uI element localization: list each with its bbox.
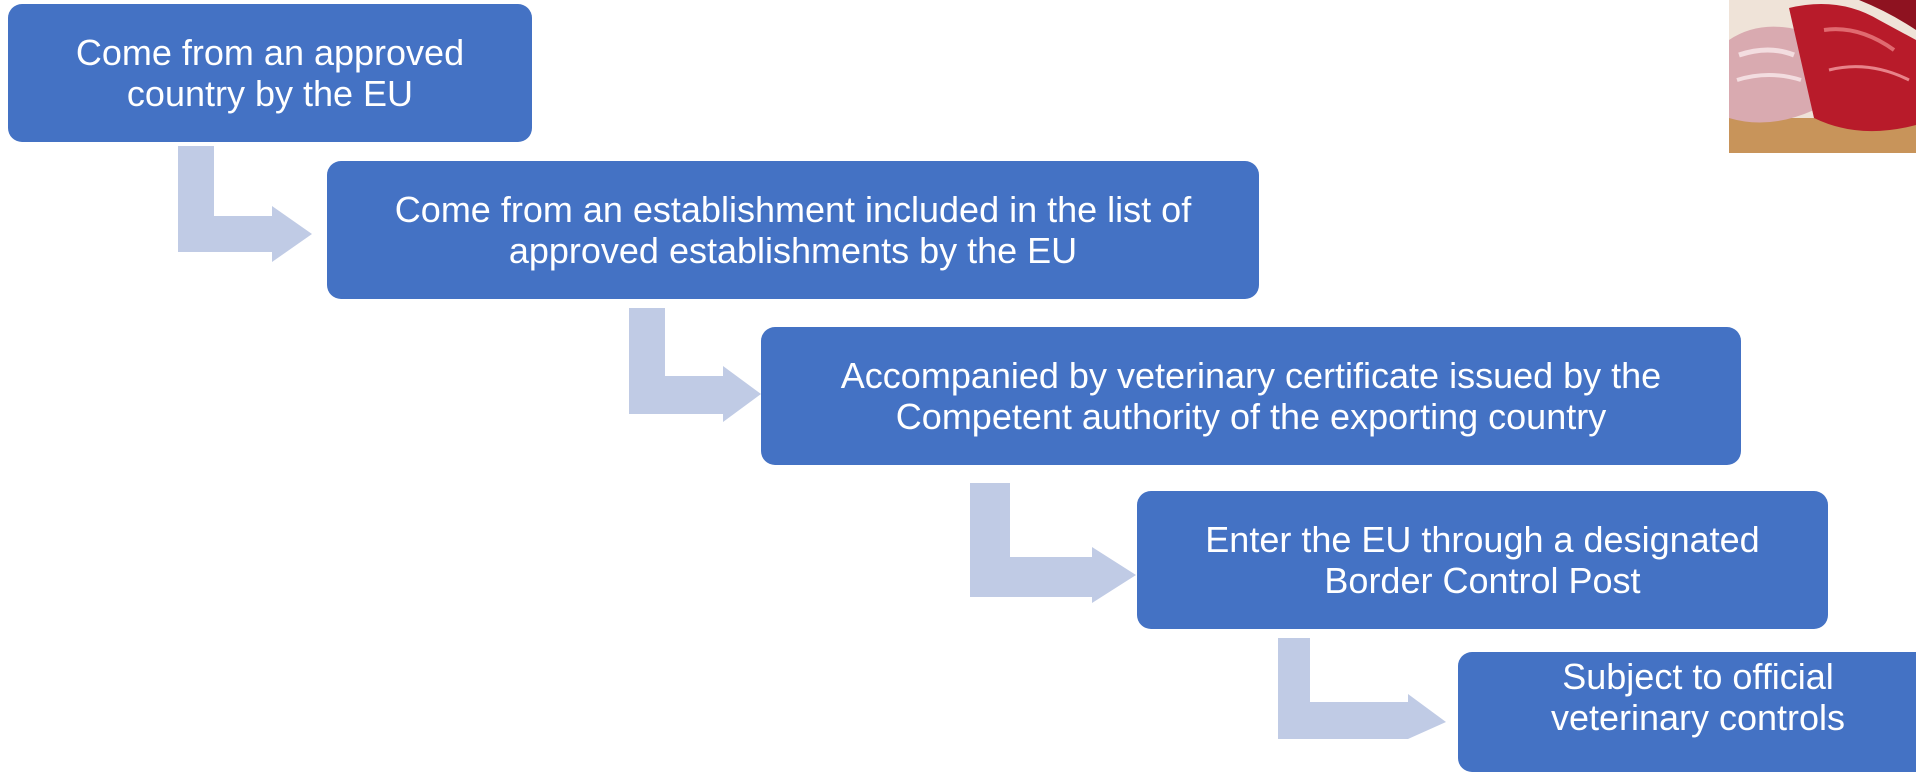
- step-3-text-line-2: Competent authority of the exporting cou…: [895, 396, 1607, 437]
- bent-arrow-3-icon: [970, 483, 1136, 603]
- step-4-box: Enter the EU through a designated Border…: [1137, 491, 1828, 629]
- meat-image-icon: [1729, 0, 1916, 153]
- meat-photo: [1729, 0, 1916, 153]
- step-1-text-line-1: Come from an approved: [75, 32, 465, 73]
- step-5-text-line-2: veterinary controls: [1550, 697, 1846, 738]
- bent-arrow-4-icon: [1278, 638, 1446, 739]
- step-2-box: Come from an establishment included in t…: [327, 161, 1259, 299]
- step-5-box: Subject to official veterinary controls: [1458, 652, 1916, 772]
- step-3-box: Accompanied by veterinary certificate is…: [761, 327, 1741, 465]
- bent-arrow-1-icon: [178, 146, 312, 262]
- step-5-text-line-1: Subject to official: [1562, 656, 1834, 697]
- step-4-text-line-2: Border Control Post: [1324, 560, 1641, 601]
- bent-arrow-2-icon: [629, 308, 761, 422]
- step-3-text-line-1: Accompanied by veterinary certificate is…: [840, 355, 1662, 396]
- step-4-text-line-1: Enter the EU through a designated: [1205, 519, 1760, 560]
- step-2-text-line-2: approved establishments by the EU: [508, 230, 1078, 271]
- step-2-text-line-1: Come from an establishment included in t…: [394, 189, 1192, 230]
- step-1-box: Come from an approved country by the EU: [8, 4, 532, 142]
- step-1-text-line-2: country by the EU: [126, 73, 414, 114]
